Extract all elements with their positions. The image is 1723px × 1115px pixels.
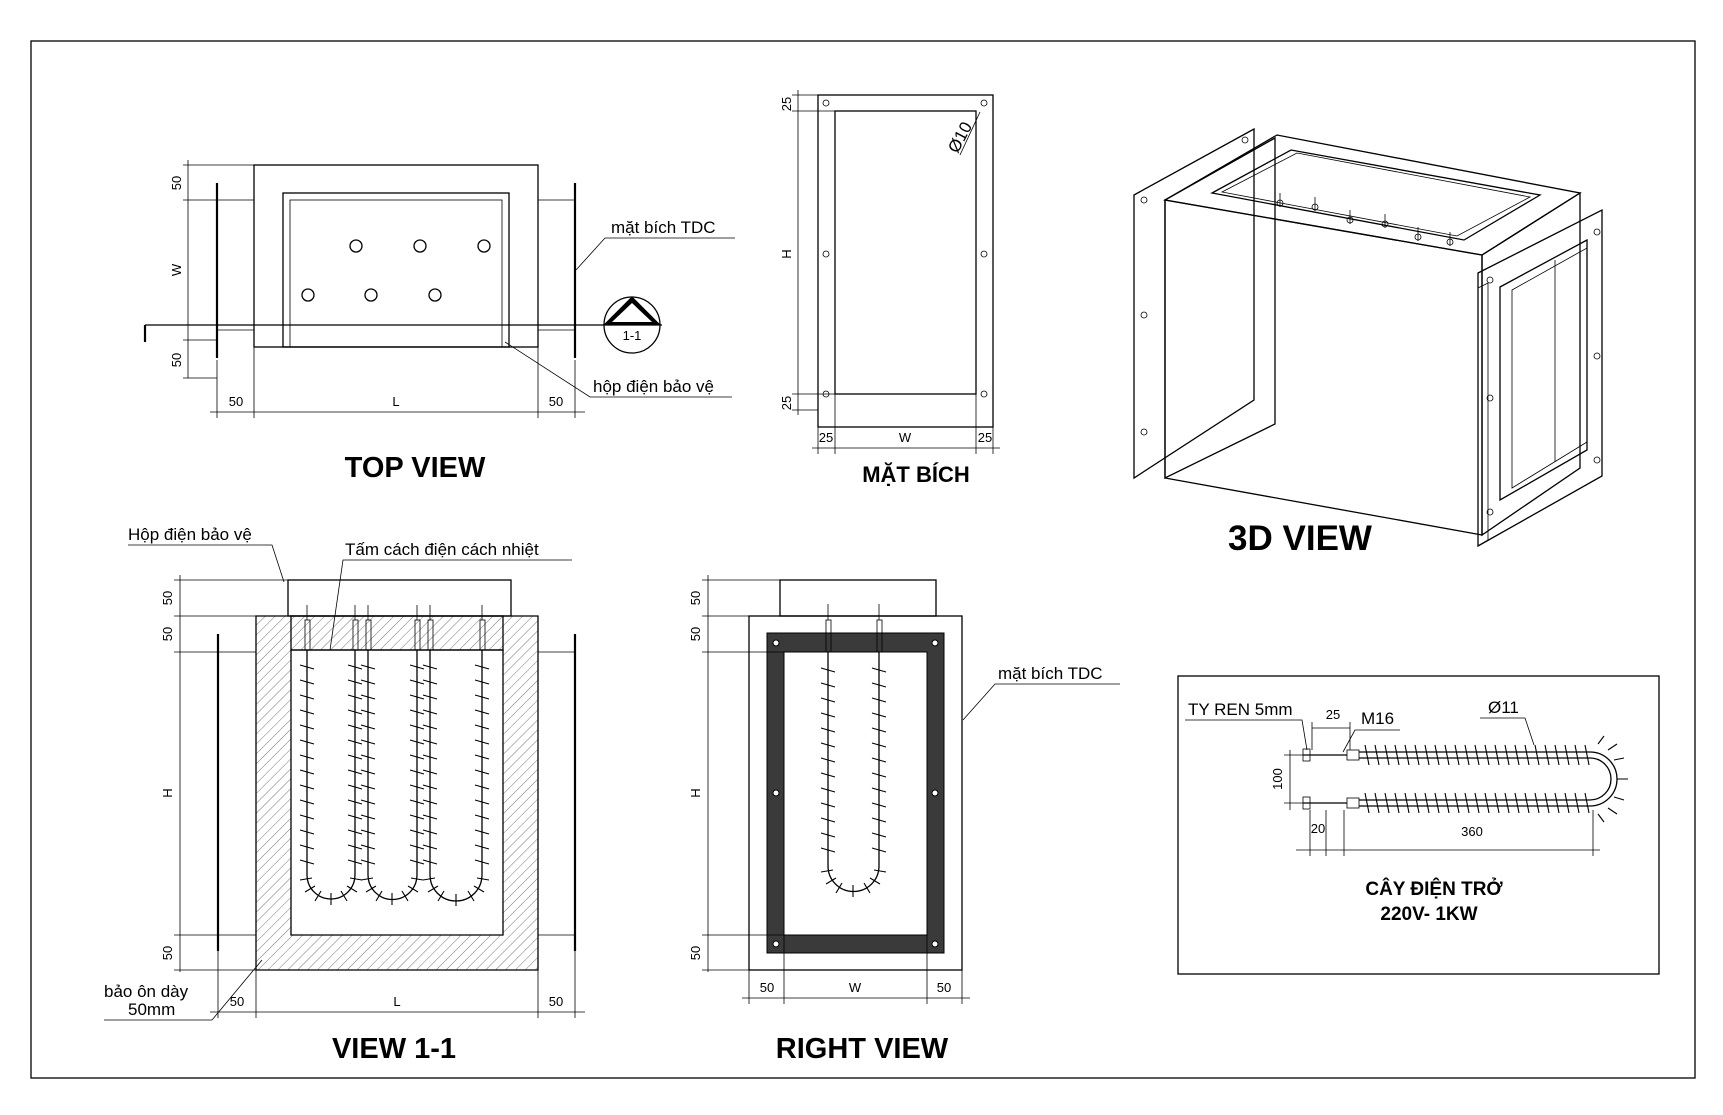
heater-label-360: 360 [1461,824,1483,839]
right-dim-h: H [688,788,703,797]
flange-title: MẶT BÍCH [862,462,970,487]
top-callout-box: hộp điện bảo vệ [593,377,714,396]
top-callout-flange: mặt bích TDC [611,218,716,237]
view11-dim-l: L [393,994,400,1009]
heater-label-thread: M16 [1361,709,1394,728]
flange-dim-h: H [779,249,794,258]
top-dim-bottom: 50 [169,353,184,367]
top-dim-left: 50 [229,394,243,409]
flange-outer [817,94,994,428]
view11-dim-right: 50 [549,994,563,1009]
flange-dim-bottom: 25 [779,396,794,410]
view11-title: VIEW 1-1 [332,1033,456,1065]
top-view-title: TOP VIEW [345,452,486,484]
view11-dim-left: 50 [230,994,244,1009]
flange-opening [834,110,977,395]
flange-dim-w: W [899,430,912,445]
heater-title-1: CÂY ĐIỆN TRỞ [1365,878,1503,900]
sheet-border [30,40,1696,1079]
flange-dim-top: 25 [779,97,794,111]
view11-callout-thickness-2: 50mm [128,1000,175,1019]
right-dim-right: 50 [937,980,951,995]
flange-hole-dia: Ø10 [944,119,976,156]
view11-callout-box: Hộp điện bảo vệ [128,525,252,544]
right-protective-box [779,579,937,617]
view11-callout-insulation: Tấm cách điện cách nhiệt [345,540,539,559]
top-view-body [253,164,539,348]
right-dim-top2: 50 [688,627,703,641]
right-callout-flange: mặt bích TDC [998,664,1103,683]
top-dim-l: L [392,394,399,409]
heater-label-100: 100 [1270,768,1285,790]
section-mark-label: 1-1 [623,328,642,343]
view11-dim-top2: 50 [160,627,175,641]
top-view: 1-1 50 W 50 50 L 50 mặt bích TDC hộp điệ… [143,160,735,484]
heater-detail-frame [1177,675,1660,975]
flange-view: Ø10 25 H 25 25 W 25 MẶT BÍCH [779,90,1000,487]
heater-element [820,604,887,897]
heater-label-rod: TY REN 5mm [1188,700,1293,719]
view11-insulation [255,615,539,971]
view11-dim-top1: 50 [160,591,175,605]
right-dim-w: W [849,980,862,995]
top-dim-right: 50 [549,394,563,409]
heater-element [422,605,490,906]
right-dim-left: 50 [760,980,774,995]
view11-dim-h: H [160,788,175,797]
right-frame [766,632,945,954]
top-dim-w: W [169,263,184,276]
heater-detail: TY REN 5mm 25 M16 Ø11 100 20 360 CÂY ĐIỆ… [1177,675,1660,975]
heater-title-2: 220V- 1KW [1380,904,1477,925]
right-flange-outer [748,615,963,971]
heater-label-25: 25 [1326,707,1340,722]
three-d-view-title: 3D VIEW [1228,519,1372,558]
right-view: 50 50 H 50 50 W 50 mặt bích TDC RIGHT VI… [688,575,1120,1065]
view11-callout-thickness-1: bảo ôn dày [104,982,189,1001]
right-dim-bottom: 50 [688,946,703,960]
three-d-view: 3D VIEW [1133,127,1603,558]
view11-protective-box [287,579,512,617]
right-view-title: RIGHT VIEW [776,1033,949,1065]
flange-dim-left: 25 [819,430,833,445]
view-1-1: 50 50 H 50 50 L 50 Hộp điện bảo vệ Tấm c… [104,525,585,1065]
heater-element [360,605,425,905]
top-dim-top: 50 [169,176,184,190]
heater-element [299,605,363,905]
terminal-hole [349,239,363,253]
top-view-inner-box [282,192,510,348]
box-front-face [1164,199,1483,536]
heater-label-20: 20 [1311,821,1325,836]
flange-dim-right: 25 [978,430,992,445]
right-dim-top1: 50 [688,591,703,605]
view11-dim-bottom: 50 [160,946,175,960]
heater-label-dia: Ø11 [1488,698,1519,717]
